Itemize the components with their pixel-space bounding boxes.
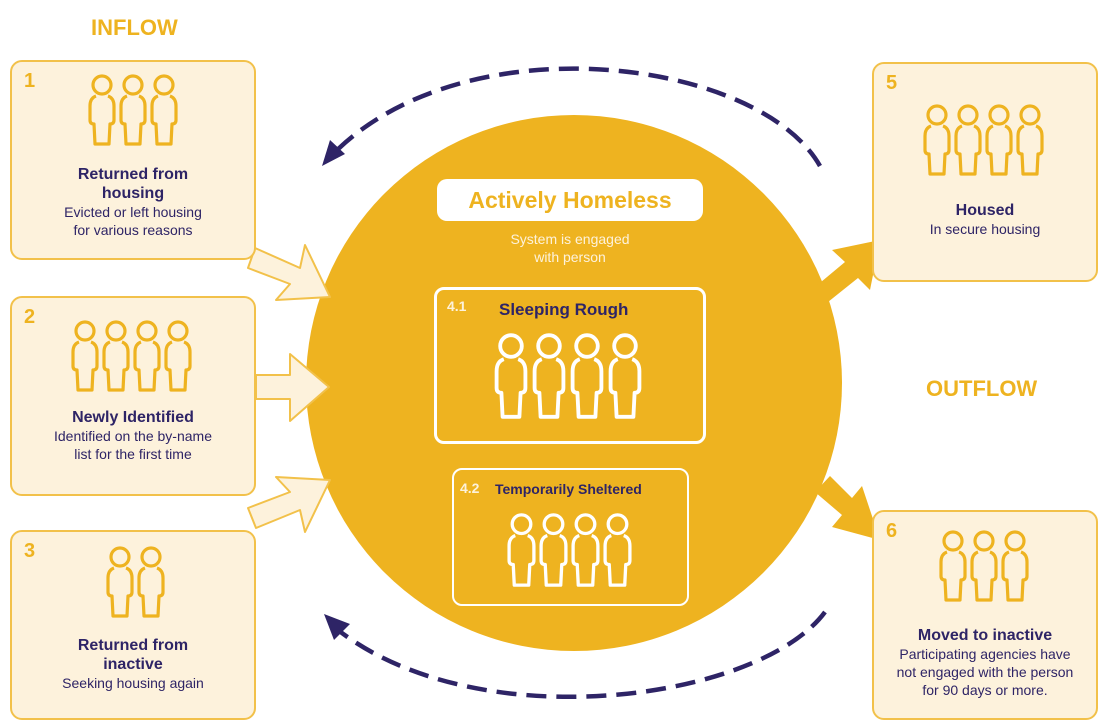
top-dashed-arrowhead — [322, 140, 345, 166]
people-group-5 — [922, 104, 1048, 180]
stage-number-2: 2 — [24, 306, 36, 328]
inflow-arrow-2 — [255, 353, 330, 422]
center-subtitle: System is engaged with person — [445, 230, 695, 266]
stage-desc-3: Seeking housing again — [62, 675, 204, 691]
people-group-4-2 — [506, 512, 636, 592]
stage-desc-5: In secure housing — [929, 221, 1041, 237]
inflow-title: INFLOW — [91, 15, 178, 40]
outflow-title: OUTFLOW — [926, 376, 1038, 401]
stage-number-6: 6 — [886, 520, 898, 542]
stage-desc-6a: Participating agencies have — [899, 646, 1071, 662]
temporarily-sheltered-number: 4.2 — [460, 480, 480, 496]
sleeping-rough-title: Sleeping Rough — [499, 300, 629, 319]
bottom-dashed-arrowhead — [324, 614, 350, 640]
inflow-arrow-1 — [247, 244, 331, 301]
people-group-4-1 — [493, 332, 645, 424]
stage-box-1: 1 Returned from housing Evicted or left … — [10, 60, 256, 260]
people-group-1 — [87, 74, 181, 150]
stage-box-6: 6 Moved to inactive Participating agenci… — [872, 510, 1098, 720]
stage-desc-2a: Identified on the by-name — [54, 428, 212, 444]
stage-number-1: 1 — [24, 70, 36, 92]
top-dashed-arrow — [333, 66, 822, 168]
inflow-arrow-3 — [247, 476, 331, 533]
stage-box-3: 3 Returned from inactive Seeking housing… — [10, 530, 256, 720]
temporarily-sheltered-box: 4.2 Temporarily Sheltered — [452, 468, 689, 606]
actively-homeless-heading: Actively Homeless — [437, 179, 703, 221]
stage-box-2: 2 Newly Identified Identified on the by-… — [10, 296, 256, 496]
stage-desc-1a: Evicted or left housing — [64, 204, 202, 220]
stage-desc-2b: list for the first time — [74, 446, 192, 462]
stage-box-5: 5 Housed In secure housing — [872, 62, 1098, 282]
stage-title-2: Newly Identified — [72, 409, 194, 426]
center-subtitle-line2: with person — [534, 249, 606, 265]
sleeping-rough-number: 4.1 — [447, 298, 467, 314]
stage-desc-1b: for various reasons — [73, 222, 193, 238]
stage-title-5: Housed — [955, 202, 1015, 219]
stage-title-3b: inactive — [103, 656, 163, 673]
people-group-2 — [70, 320, 196, 396]
stage-title-1b: housing — [101, 185, 165, 202]
stage-desc-6c: for 90 days or more. — [922, 682, 1048, 698]
stage-title-3a: Returned from — [77, 637, 189, 654]
stage-number-5: 5 — [886, 72, 898, 94]
outflow-arrow-inactive — [815, 476, 880, 540]
outflow-arrow-housed — [815, 240, 880, 302]
stage-title-1a: Returned from — [77, 166, 189, 183]
stage-number-3: 3 — [24, 540, 36, 562]
people-group-6 — [938, 530, 1032, 606]
stage-title-6: Moved to inactive — [917, 627, 1053, 644]
stage-desc-6b: not engaged with the person — [896, 664, 1074, 680]
center-subtitle-line1: System is engaged — [510, 231, 630, 247]
people-group-3 — [105, 546, 169, 622]
temporarily-sheltered-title: Temporarily Sheltered — [495, 481, 642, 497]
sleeping-rough-box: 4.1 Sleeping Rough — [434, 287, 706, 444]
